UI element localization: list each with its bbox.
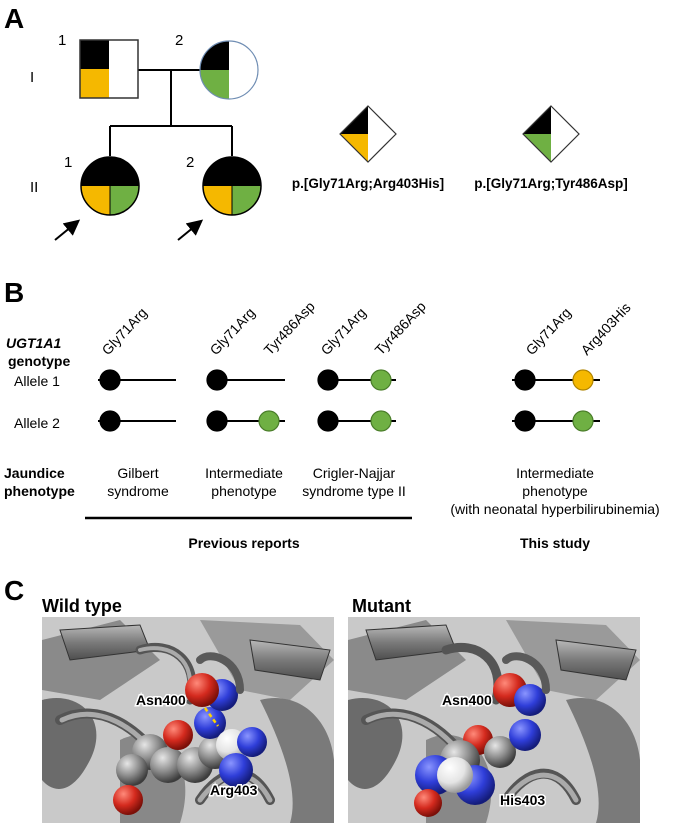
individual-number: 1 xyxy=(64,154,72,171)
allele-dots xyxy=(99,369,594,432)
variant-label: Tyr486Asp xyxy=(260,298,317,358)
wild-type-structure-image xyxy=(42,617,334,823)
legend-label: p.[Gly71Arg;Tyr486Asp] xyxy=(474,176,628,191)
allele-label-2: Allele 2 xyxy=(14,415,60,431)
proband-arrow xyxy=(177,219,204,241)
mutant-structure-image xyxy=(348,617,640,823)
phenotype-label-line2: phenotype xyxy=(4,483,75,499)
variant-label: Gly71Arg xyxy=(317,304,369,358)
phenotype-this-study-line2: phenotype xyxy=(522,483,588,499)
pedigree-female-II-2: 2 xyxy=(177,154,262,241)
variant-label: Arg403His xyxy=(577,299,633,358)
mt-label-his403: His403 xyxy=(500,792,545,808)
variant-label: Gly71Arg xyxy=(522,304,574,358)
phenotype-gilbert-line2: syndrome xyxy=(107,483,169,499)
panel-a-label: A xyxy=(4,3,24,34)
pedigree-male-I-1: 1 xyxy=(58,32,139,99)
mutant-title: Mutant xyxy=(352,596,411,616)
pedigree-female-II-1: 1 xyxy=(54,154,140,241)
pedigree-female-I-2: 2 xyxy=(175,32,259,100)
phenotype-intermediate-line1: Intermediate xyxy=(205,465,283,481)
group-label-previous: Previous reports xyxy=(188,535,299,551)
phenotype-this-study-line1: Intermediate xyxy=(516,465,594,481)
genotype-label-word: genotype xyxy=(8,353,70,369)
phenotype-this-study-line3: (with neonatal hyperbilirubinemia) xyxy=(450,501,659,517)
proband-arrow xyxy=(54,219,81,241)
generation-label-I: I xyxy=(30,69,34,86)
individual-number: 1 xyxy=(58,32,66,49)
genotype-label-gene: UGT1A1 xyxy=(6,335,61,351)
pedigree-lines xyxy=(109,69,233,156)
phenotype-gilbert-line1: Gilbert xyxy=(117,465,158,481)
panel-b: B UGT1A1 genotype Allele 1 Allele 2 Gly7… xyxy=(4,277,660,551)
variant-label: Gly71Arg xyxy=(206,304,258,358)
phenotype-crigler-line1: Crigler-Najjar xyxy=(313,465,396,481)
phenotype-crigler-line2: syndrome type II xyxy=(302,483,406,499)
group-label-this-study: This study xyxy=(520,535,590,551)
wild-type-title: Wild type xyxy=(42,596,122,616)
individual-number: 2 xyxy=(186,154,194,171)
generation-label-II: II xyxy=(30,179,38,196)
wt-label-asn400: Asn400 xyxy=(136,692,186,708)
phenotype-label-line1: Jaundice xyxy=(4,465,65,481)
wt-label-arg403: Arg403 xyxy=(210,782,258,798)
legend-label: p.[Gly71Arg;Arg403His] xyxy=(292,176,444,191)
panel-b-label: B xyxy=(4,277,24,308)
legend-haplotype-arg403his: p.[Gly71Arg;Arg403His] xyxy=(292,105,444,191)
mt-label-asn400: Asn400 xyxy=(442,692,492,708)
variant-label: Tyr486Asp xyxy=(371,298,428,358)
panel-c-label: C xyxy=(4,575,24,606)
variant-label: Gly71Arg xyxy=(98,304,150,358)
individual-number: 2 xyxy=(175,32,183,49)
legend-haplotype-tyr486asp: p.[Gly71Arg;Tyr486Asp] xyxy=(474,105,628,191)
panel-c: C Wild type Mutant xyxy=(4,575,640,823)
panel-a: A I II 1 2 1 xyxy=(4,3,628,241)
phenotype-intermediate-line2: phenotype xyxy=(211,483,277,499)
allele-label-1: Allele 1 xyxy=(14,373,60,389)
